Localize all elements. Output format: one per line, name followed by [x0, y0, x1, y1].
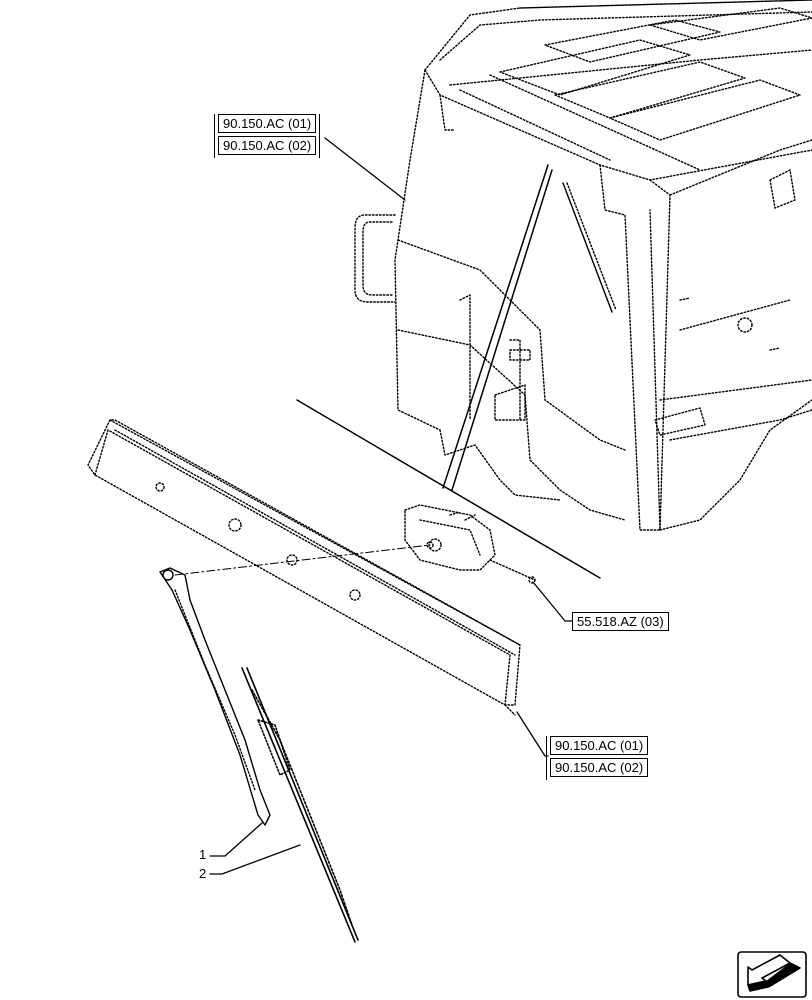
reference-label[interactable]: 90.150.AC (02)	[218, 136, 317, 155]
wiper-blade	[241, 667, 359, 943]
cab-roof	[424, 0, 812, 181]
previous-page-arrow-icon	[737, 951, 807, 998]
wiper-arm	[159, 567, 271, 826]
motor-reference-label[interactable]: 55.518.AZ (03)	[572, 612, 669, 631]
callout-item-1: 1	[199, 847, 207, 862]
cab-illustration	[354, 0, 812, 531]
reference-label[interactable]: 90.150.AC (01)	[218, 114, 317, 133]
reference-group-bottom: 90.150.AC (01) 90.150.AC (02)	[546, 736, 649, 780]
reference-leaders	[209, 137, 573, 875]
zoom-leader-lines	[296, 164, 601, 579]
cab-grab-handle	[354, 214, 396, 303]
callout-item-2: 2	[199, 866, 207, 881]
cab-wiper	[562, 182, 617, 313]
reference-group-top: 90.150.AC (01) 90.150.AC (02)	[214, 114, 321, 158]
reference-label[interactable]: 90.150.AC (01)	[550, 736, 649, 755]
reference-label[interactable]: 90.150.AC (02)	[550, 758, 649, 777]
axis-centerline	[174, 544, 431, 576]
wiper-mounting-panel	[87, 419, 521, 716]
wiper-motor	[404, 504, 536, 584]
